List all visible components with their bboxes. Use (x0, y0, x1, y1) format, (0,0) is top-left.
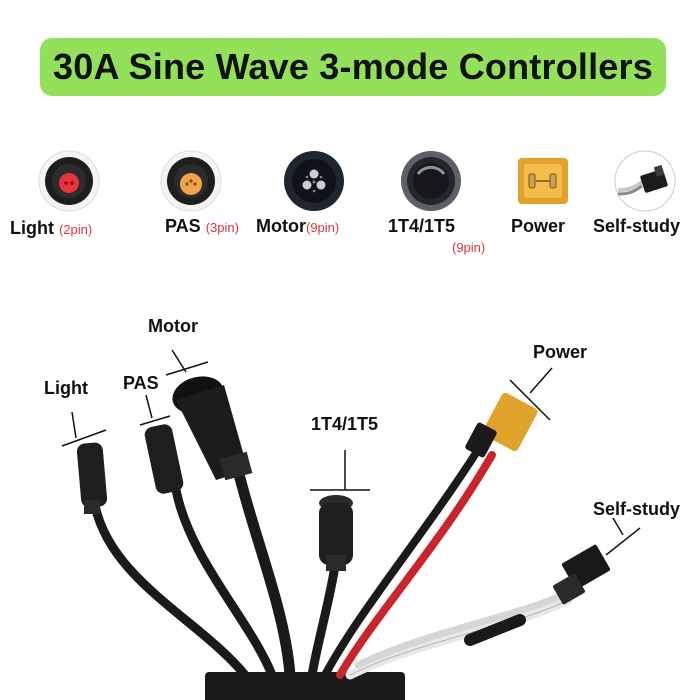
callout-motor: Motor (148, 316, 198, 336)
title-banner: 30A Sine Wave 3-mode Controllers (40, 38, 666, 96)
connector-label-light: Light (2pin) (10, 218, 92, 239)
self-study-connector-icon (614, 150, 676, 212)
display-cable (307, 555, 341, 680)
connector-pins: (3pin) (205, 220, 239, 235)
cables (90, 446, 576, 681)
connector-pins: (2pin) (59, 222, 93, 237)
light-connector (76, 442, 108, 514)
connector-name: 1T4/1T5 (388, 216, 456, 236)
power-connector-icon (512, 150, 574, 212)
connector-name: Motor (256, 216, 306, 236)
self-study-cable-grey (354, 586, 576, 669)
power-connector (465, 392, 538, 458)
display-connector-icon (401, 151, 461, 211)
connector-label-power: Power (511, 216, 565, 237)
light-connector-icon (38, 150, 100, 212)
callout-self-study: Self-study (593, 499, 681, 519)
display-connector (319, 495, 353, 571)
connector-name: Self-study (593, 216, 681, 236)
self-study-cable-outline (349, 599, 569, 676)
power-cable-black (321, 446, 482, 679)
callout-lines (61, 349, 641, 556)
callout-light: Light (44, 378, 88, 398)
power-cable-red (336, 451, 496, 679)
pas-cable (171, 485, 277, 680)
page-title: 30A Sine Wave 3-mode Controllers (53, 46, 653, 87)
motor-connector (172, 376, 253, 481)
connector-label-display: 1T4/1T5 (388, 216, 455, 237)
connector-name: Light (10, 218, 54, 238)
connector-name: PAS (165, 216, 201, 236)
callout-power: Power (533, 342, 588, 362)
self-study-sleeve (464, 614, 526, 646)
callout-display: 1T4/1T5 (311, 414, 379, 434)
connector-pins-display: (9pin) (452, 240, 486, 255)
self-study-connector (552, 544, 611, 605)
callout-pas: PAS (123, 373, 159, 393)
motor-cable (232, 464, 296, 681)
connector-label-self-study: Self-study (593, 216, 680, 237)
connector-label-motor: Motor(9pin) (256, 216, 339, 237)
controller-body (205, 672, 405, 700)
pas-connector-icon (160, 150, 222, 212)
connector-name: Power (511, 216, 566, 236)
light-cable (90, 500, 250, 680)
connector-pins: (9pin) (305, 220, 340, 235)
pas-connector (144, 424, 184, 494)
motor-connector-icon (284, 151, 344, 211)
connector-label-pas: PAS (3pin) (165, 216, 239, 237)
